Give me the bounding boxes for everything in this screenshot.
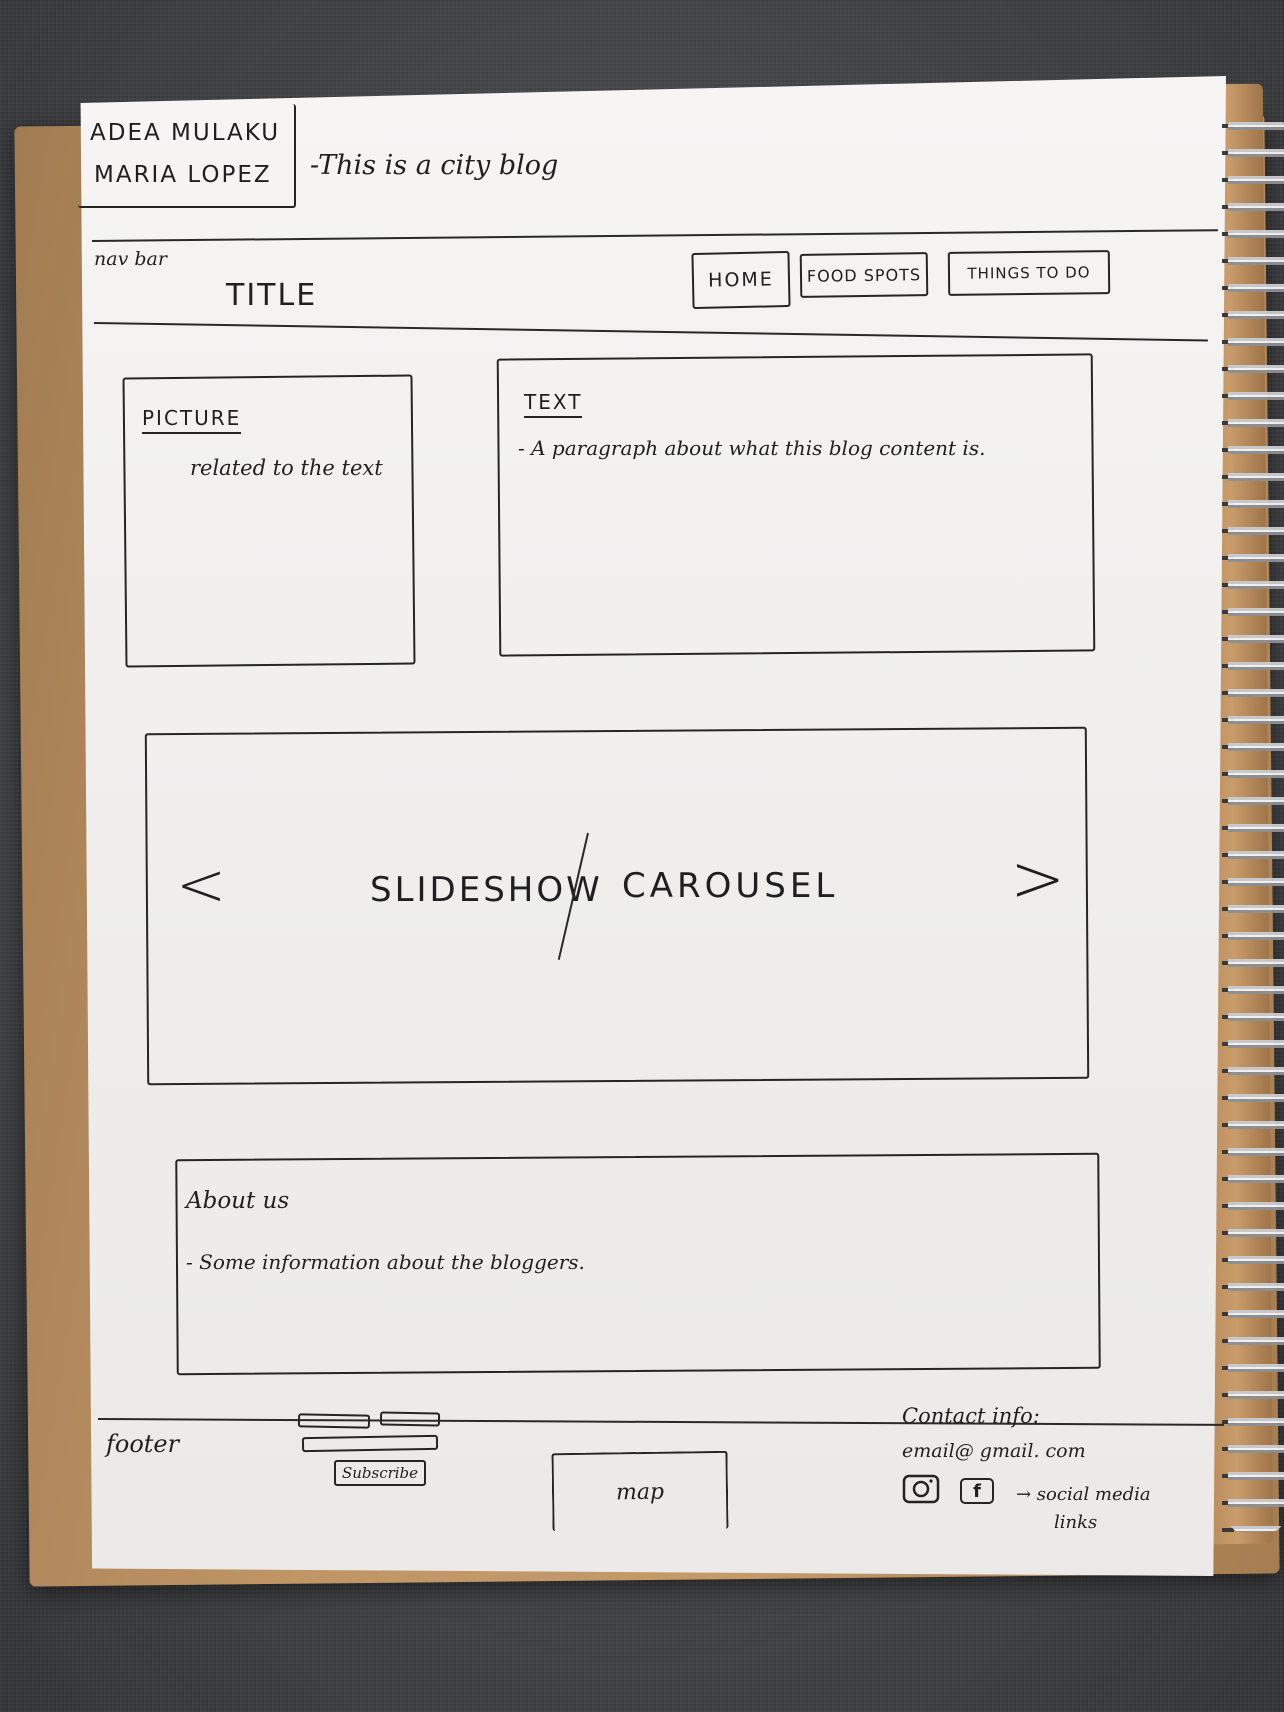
about-body: - Some information about the bloggers.	[186, 1250, 585, 1274]
blog-tagline: -This is a city blog	[310, 150, 559, 181]
subscribe-email-input[interactable]	[301, 1434, 439, 1453]
about-heading: About us	[186, 1188, 290, 1214]
text-heading: TEXT	[524, 390, 583, 418]
slideshow-label-left: SLIDESHOW	[370, 870, 603, 910]
social-note-line-2: links	[1054, 1512, 1098, 1533]
text-box	[496, 353, 1096, 657]
slideshow-label-right: CAROUSEL	[622, 866, 839, 906]
nav-things-to-do-button[interactable]: THINGS TO DO	[947, 250, 1111, 296]
instagram-icon[interactable]	[902, 1474, 940, 1504]
authors-box	[78, 104, 296, 208]
slideshow-next-arrow[interactable]: >	[1010, 840, 1066, 917]
contact-heading: Contact info:	[902, 1404, 1040, 1428]
map-box[interactable]: map	[551, 1450, 729, 1532]
picture-caption: related to the text	[190, 456, 383, 480]
text-body: - A paragraph about what this blog conte…	[518, 436, 986, 460]
nav-home-label: HOME	[707, 268, 775, 292]
slideshow-box	[144, 726, 1090, 1086]
contact-email[interactable]: email@ gmail. com	[902, 1440, 1086, 1462]
sketch-paper	[80, 76, 1226, 1576]
nav-food-spots-button[interactable]: FOOD SPOTS	[799, 252, 929, 298]
nav-home-button[interactable]: HOME	[691, 250, 791, 310]
spiral-binding	[1228, 112, 1284, 1532]
navbar-label: nav bar	[94, 248, 167, 270]
author-name-2: MARIA LOPEZ	[94, 162, 272, 188]
subscribe-button[interactable]: Subscribe	[334, 1460, 426, 1486]
footer-label: footer	[106, 1430, 180, 1458]
picture-heading: PICTURE	[142, 406, 242, 434]
site-title: TITLE	[226, 278, 318, 313]
subscribe-name-input[interactable]	[297, 1413, 371, 1429]
slideshow-prev-arrow[interactable]: <	[176, 850, 227, 920]
author-name-1: ADEA MULAKU	[90, 120, 281, 146]
facebook-glyph: f	[973, 1480, 981, 1502]
subscribe-label: Subscribe	[341, 1464, 419, 1482]
map-label: map	[615, 1479, 665, 1505]
nav-food-spots-label: FOOD SPOTS	[806, 264, 922, 286]
nav-things-to-do-label: THINGS TO DO	[967, 263, 1091, 283]
facebook-icon[interactable]: f	[960, 1478, 994, 1504]
subscribe-surname-input[interactable]	[379, 1411, 441, 1427]
social-note-line-1: → social media	[1016, 1484, 1151, 1505]
